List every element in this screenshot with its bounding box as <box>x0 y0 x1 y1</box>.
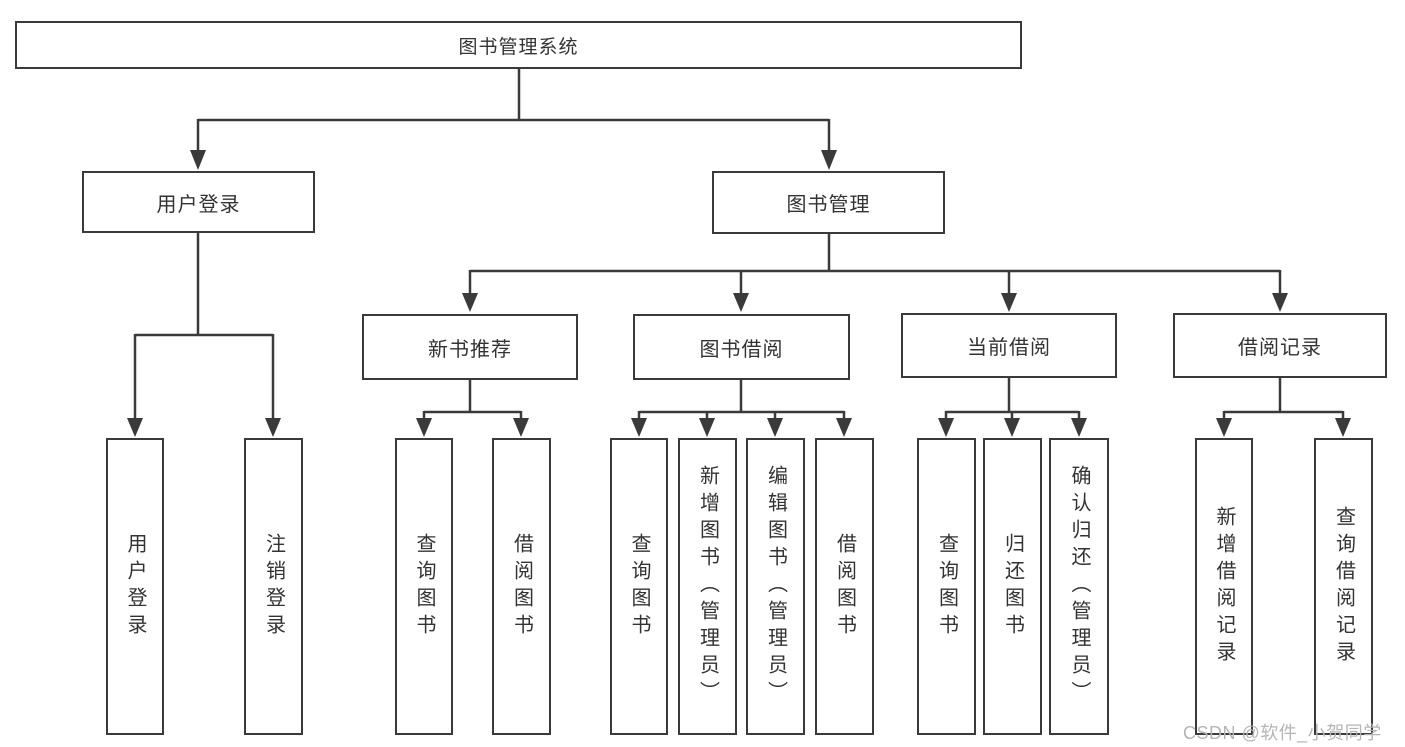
node-bb-add-book-admin: 新增图书（管理员） <box>678 438 737 735</box>
node-label: 编辑图书（管理员） <box>764 465 787 708</box>
node-label: 新书推荐 <box>428 338 512 361</box>
node-label: 用户登录 <box>156 193 241 216</box>
node-current-borrowing: 当前借阅 <box>901 313 1117 378</box>
node-br-add-record: 新增借阅记录 <box>1195 438 1253 735</box>
node-label: 图书借阅 <box>699 338 784 361</box>
node-new-book-recommendation: 新书推荐 <box>362 314 578 380</box>
node-label: 借阅图书 <box>833 532 856 641</box>
node-label: 借阅图书 <box>510 532 533 641</box>
node-library-management-system: 图书管理系统 <box>15 21 1022 69</box>
watermark-text: CSDN @软件_小贺同学 <box>1183 723 1382 743</box>
node-br-query-record: 查询借阅记录 <box>1314 438 1373 735</box>
node-logout: 注销登录 <box>244 438 303 735</box>
node-nb-borrow-books: 借阅图书 <box>492 438 551 735</box>
node-user-login: 用户登录 <box>82 171 315 233</box>
node-borrowing-records: 借阅记录 <box>1173 313 1387 378</box>
node-label: 查询图书 <box>935 532 958 641</box>
node-label: 图书管理 <box>786 194 871 216</box>
node-bb-query-books: 查询图书 <box>610 438 668 735</box>
node-label: 查询借阅记录 <box>1332 505 1355 668</box>
node-label: 用户登录 <box>124 532 146 641</box>
node-label: 归还图书 <box>1001 532 1024 641</box>
node-bb-edit-book-admin: 编辑图书（管理员） <box>746 438 805 735</box>
node-user-login-leaf: 用户登录 <box>106 438 164 735</box>
node-bb-borrow-books: 借阅图书 <box>815 438 874 735</box>
node-label: 注销登录 <box>262 532 285 641</box>
node-cb-confirm-return-admin: 确认归还（管理员） <box>1049 438 1109 735</box>
node-cb-return-books: 归还图书 <box>983 438 1042 735</box>
node-label: 查询图书 <box>628 532 650 641</box>
node-cb-query-books: 查询图书 <box>917 438 976 735</box>
node-label: 查询图书 <box>413 532 435 641</box>
node-label: 借阅记录 <box>1238 337 1322 359</box>
node-label: 新增借阅记录 <box>1213 505 1235 668</box>
node-label: 图书管理系统 <box>458 36 579 58</box>
node-label: 当前借阅 <box>967 337 1051 359</box>
node-label: 确认归还（管理员） <box>1068 465 1090 708</box>
node-book-management: 图书管理 <box>712 171 945 234</box>
node-book-borrowing: 图书借阅 <box>633 314 850 380</box>
node-label: 新增图书（管理员） <box>696 465 719 708</box>
node-nb-query-books: 查询图书 <box>395 438 453 735</box>
